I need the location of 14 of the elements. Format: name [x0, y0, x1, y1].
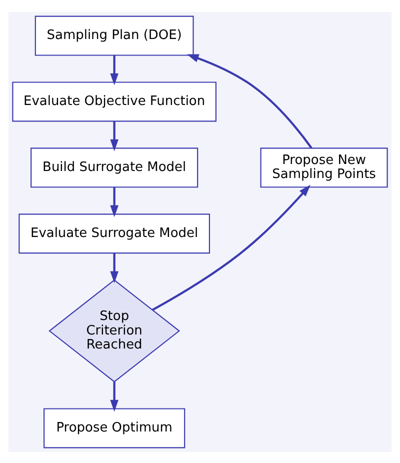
- node-box: Evaluate Surrogate Model: [18, 213, 210, 254]
- node-box: Propose Optimum: [44, 408, 186, 448]
- node-box: Evaluate Objective Function: [12, 81, 216, 122]
- node-box: Propose New Sampling Points: [260, 147, 388, 188]
- arrow: [152, 184, 310, 310]
- arrow: [110, 54, 118, 85]
- node-box: Sampling Plan (DOE): [34, 15, 194, 56]
- arrow: [110, 120, 118, 151]
- arrow: [110, 253, 118, 283]
- node-box: Build Surrogate Model: [30, 147, 198, 188]
- arrow: [110, 381, 118, 412]
- node-diamond: Stop Criterion Reached: [48, 278, 180, 382]
- arrow: [110, 186, 118, 217]
- arrow: [186, 54, 312, 148]
